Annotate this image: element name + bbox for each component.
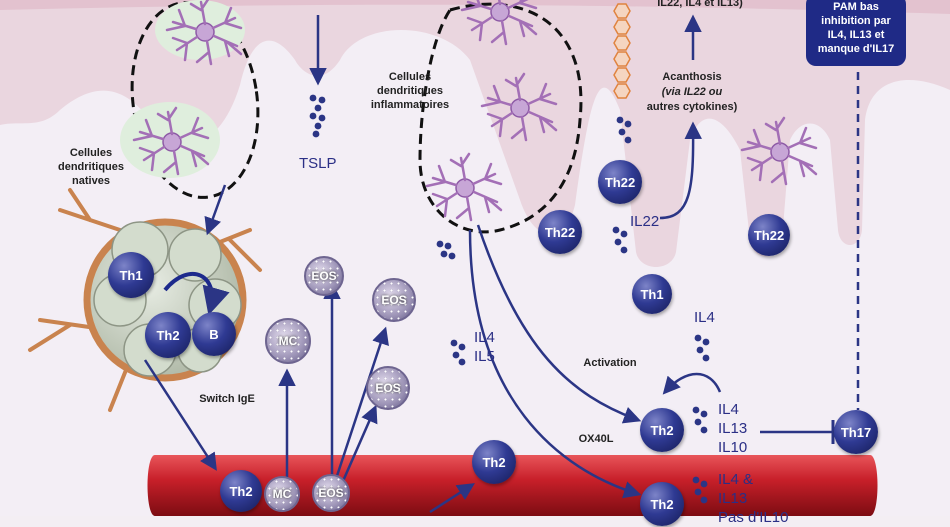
label-acanthosis-via: (via IL22 ou xyxy=(661,86,723,98)
stratum-corneum xyxy=(0,0,950,14)
label-il22: IL22 xyxy=(630,213,660,230)
label-ox40l: OX40L xyxy=(578,433,614,445)
arrow-il4-loop xyxy=(662,372,722,395)
pam-info-box: PAM bas inhibition par IL4, IL13 et manq… xyxy=(806,0,906,66)
label-il22-top: IL22, IL4 et IL13) xyxy=(657,0,743,9)
label-cytokines-activated: IL4 IL13 IL10 xyxy=(718,401,748,456)
arrow-ox40l xyxy=(468,229,642,499)
mast-cell-vessel: MC xyxy=(264,476,300,512)
native-dc-outline xyxy=(130,1,260,199)
th1-cell: Th1 xyxy=(632,274,672,314)
th2-cell-activated: Th2 xyxy=(640,408,684,452)
arrow-activation xyxy=(476,224,642,424)
arrow-eos-2 xyxy=(333,326,389,483)
label-acanthosis: Acanthosis xyxy=(662,71,722,83)
label-il4-il5: IL4 IL5 xyxy=(474,329,495,365)
th22-cell: Th22 xyxy=(598,160,642,204)
th1-cell-node: Th1 xyxy=(108,252,154,298)
arrow-to-th2 xyxy=(429,483,475,514)
label-cytokines-ox40l: IL4 & IL13 Pas d'IL10 xyxy=(718,471,789,526)
arrow-node-to-vessel xyxy=(143,359,217,471)
diagram-canvas xyxy=(0,0,950,516)
eosinophil: EOS xyxy=(372,278,416,322)
arrow-dc-to-node xyxy=(204,184,227,236)
label-activation: Activation xyxy=(583,357,637,369)
th2-cell-vessel: Th2 xyxy=(220,470,262,512)
epidermis-layer xyxy=(0,0,950,267)
th2-cell-ox40l: Th2 xyxy=(640,482,684,526)
th17-cell: Th17 xyxy=(834,410,878,454)
inflam-dc-outline xyxy=(418,2,583,234)
keratinocyte-chain xyxy=(613,3,631,99)
cytokine-dots xyxy=(309,94,710,504)
th22-cell: Th22 xyxy=(748,214,790,256)
th2-cell-node: Th2 xyxy=(145,312,191,358)
b-cell-node: B xyxy=(192,312,236,356)
th2-cell-migrating: Th2 xyxy=(472,440,516,484)
th22-cell: Th22 xyxy=(538,210,582,254)
label-inflam-dc: Cellules dendritiques inflammatoires xyxy=(370,71,450,111)
label-il4: IL4 xyxy=(694,309,715,326)
label-acanthosis-cytokines: autres cytokines) xyxy=(646,101,738,113)
label-tslp: TSLP xyxy=(299,155,337,172)
label-switch-ige: Switch IgE xyxy=(199,393,255,405)
eosinophil: EOS xyxy=(366,366,410,410)
eosinophil-vessel: EOS xyxy=(312,474,350,512)
arrow-acanthosis xyxy=(659,121,702,220)
label-native-dc: Cellules dendritiques natives xyxy=(57,147,124,187)
eosinophil: EOS xyxy=(304,256,344,296)
mast-cell: MC xyxy=(265,318,311,364)
arrow-eos-3 xyxy=(338,404,378,489)
